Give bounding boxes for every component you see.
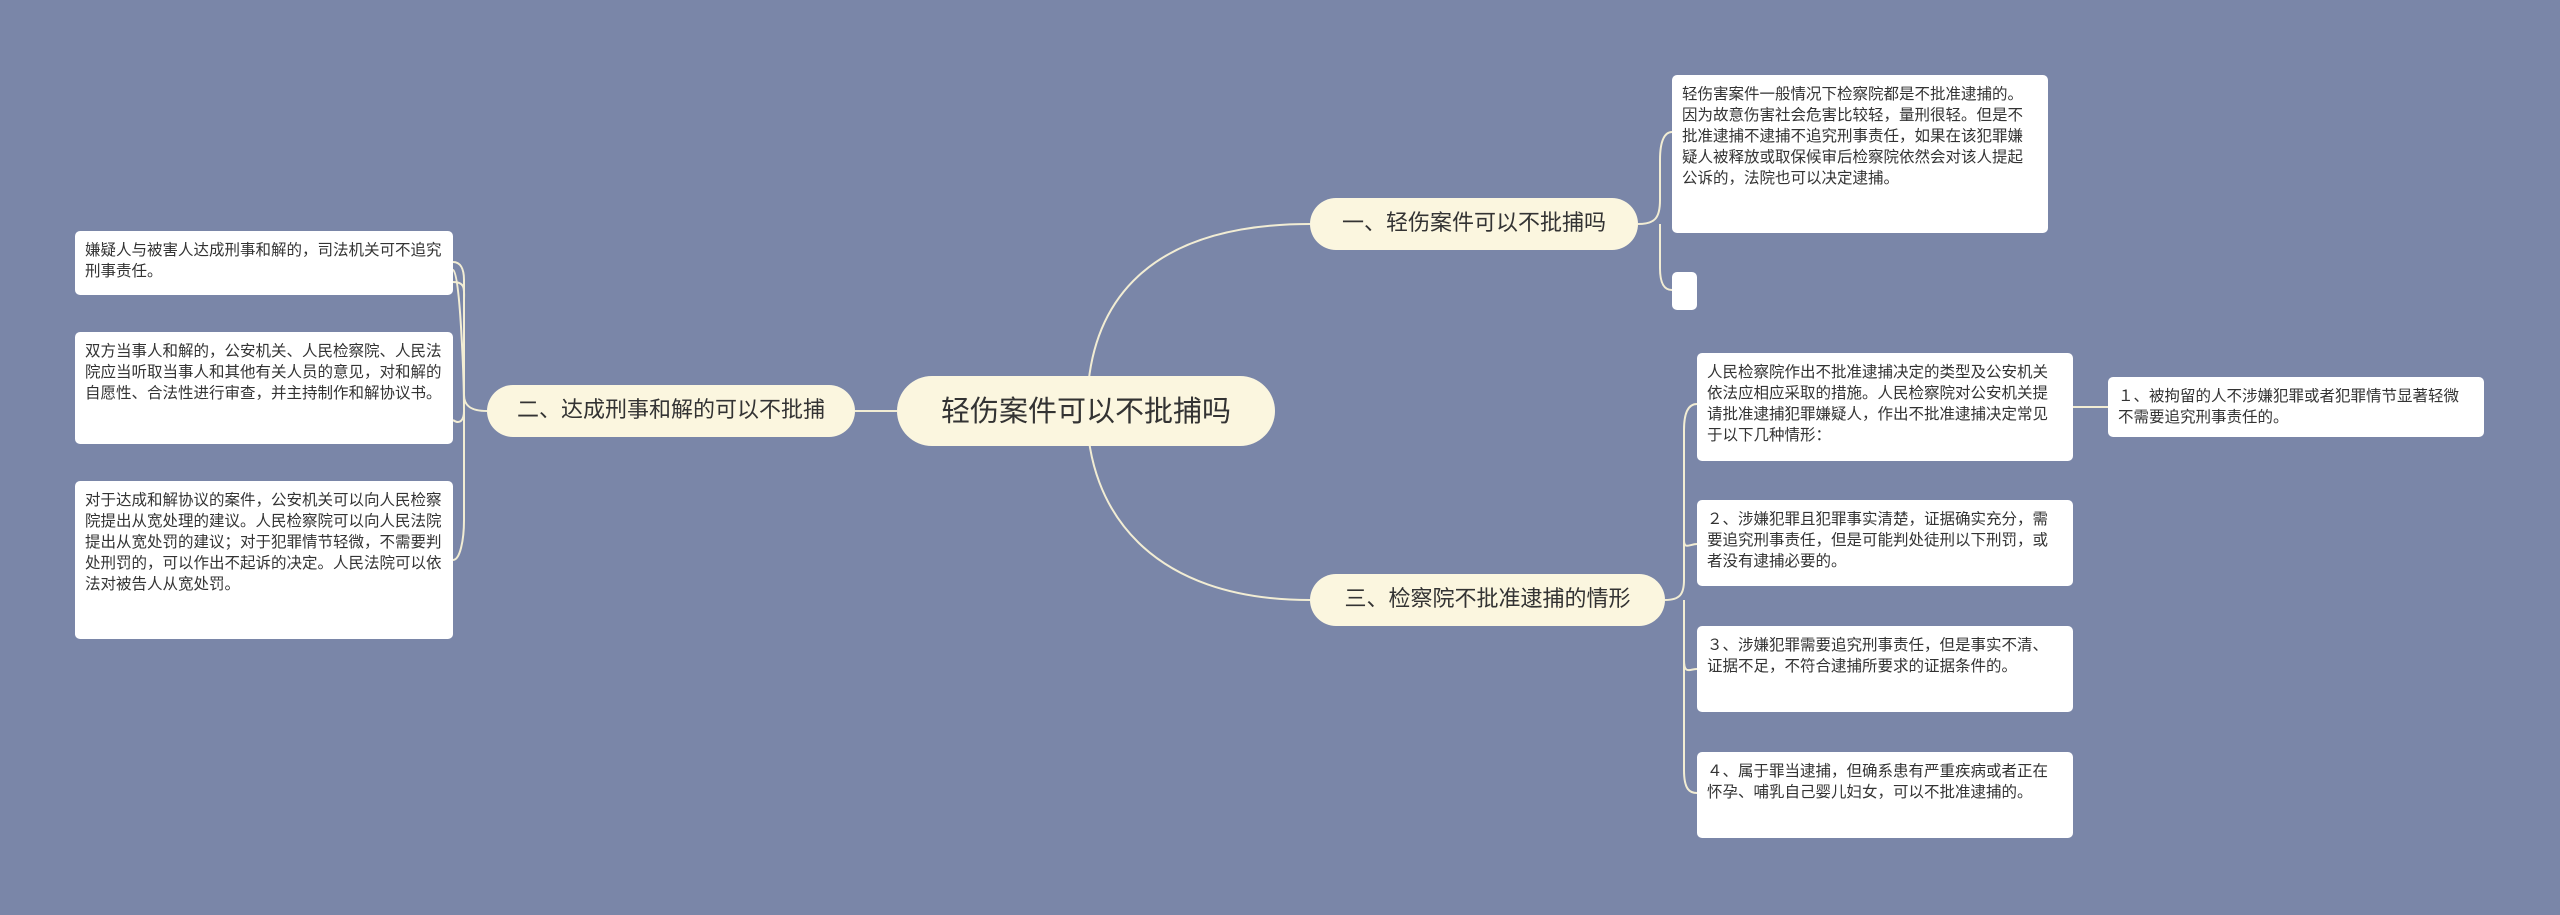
branch-1-empty-note[interactable] (1672, 272, 1697, 310)
branch-3-item-4[interactable]: ４、属于罪当逮捕，但确系患有严重疾病或者正在怀孕、哺乳自己婴儿妇女，可以不批准逮… (1697, 752, 2073, 838)
link-center-b1 (1086, 223, 1311, 412)
branch-3-topic[interactable]: 三、检察院不批准逮捕的情形 (1310, 574, 1665, 626)
branch-1-topic[interactable]: 一、轻伤案件可以不批捕吗 (1310, 198, 1638, 250)
branch-3-item-3[interactable]: ３、涉嫌犯罪需要追究刑事责任，但是事实不清、证据不足，不符合逮捕所要求的证据条件… (1697, 626, 2073, 712)
branch-2-note-1[interactable]: 嫌疑人与被害人达成刑事和解的，司法机关可不追究刑事责任。 (75, 231, 453, 295)
link-center-b3 (1086, 410, 1311, 601)
branch-2-topic[interactable]: 二、达成刑事和解的可以不批捕 (487, 385, 855, 437)
branch-3-item-1[interactable]: １、被拘留的人不涉嫌犯罪或者犯罪情节显著轻微不需要追究刑事责任的。 (2108, 377, 2484, 437)
central-topic[interactable]: 轻伤案件可以不批捕吗 (897, 376, 1275, 446)
branch-1-detail-note[interactable]: 轻伤害案件一般情况下检察院都是不批准逮捕的。因为故意伤害社会危害比较轻，量刑很轻… (1672, 75, 2048, 233)
branch-3-intro-note[interactable]: 人民检察院作出不批准逮捕决定的类型及公安机关依法应相应采取的措施。人民检察院对公… (1697, 353, 2073, 461)
branch-2-note-3[interactable]: 对于达成和解协议的案件，公安机关可以向人民检察院提出从宽处理的建议。人民检察院可… (75, 481, 453, 639)
link-b2-leaves (452, 261, 488, 561)
branch-3-item-2[interactable]: ２、涉嫌犯罪且犯罪事实清楚，证据确实充分，需要追究刑事责任，但是可能判处徒刑以下… (1697, 500, 2073, 586)
branch-2-note-2[interactable]: 双方当事人和解的，公安机关、人民检察院、人民法院应当听取当事人和其他有关人员的意… (75, 332, 453, 444)
link-b3-leaves (1664, 403, 1698, 794)
link-b1-leaves (1637, 131, 1673, 291)
